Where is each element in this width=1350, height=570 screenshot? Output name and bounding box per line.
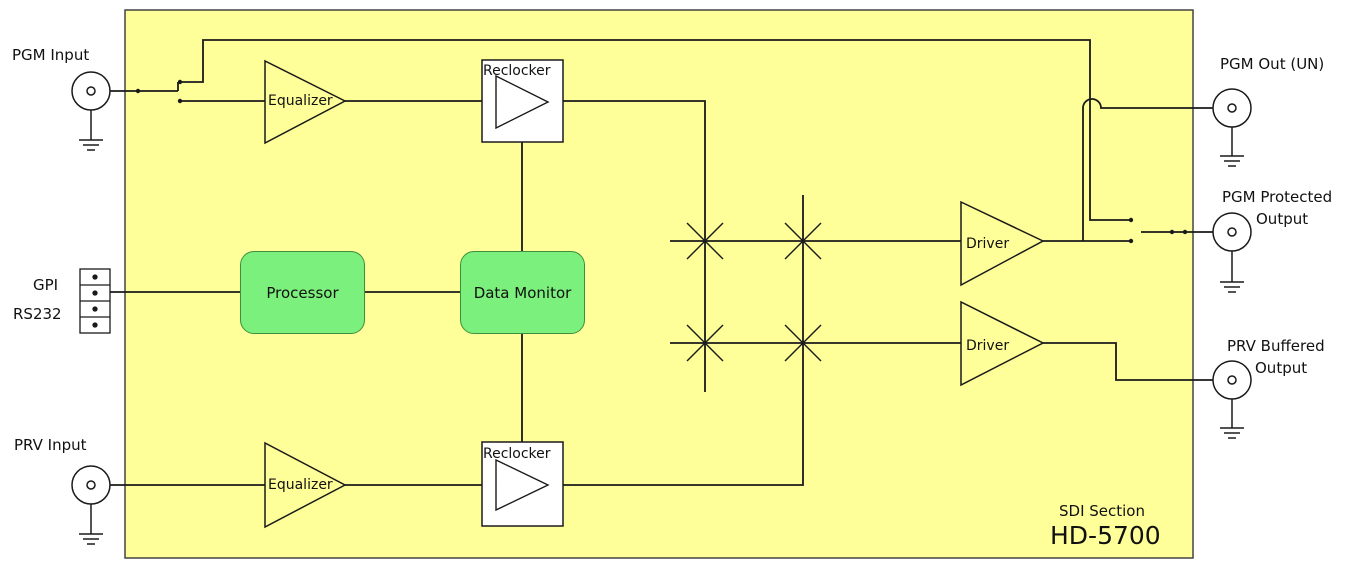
bnc-connector-icon [1212,212,1252,252]
bnc-connector-icon [71,71,111,111]
ground-icon [1220,127,1244,167]
equalizer-top-triangle [264,59,347,145]
data-monitor-block: Data Monitor [460,251,585,334]
pgm-protected-label-line1: PGM Protected [1222,188,1333,206]
equalizer-bottom-label: Equalizer [268,477,333,493]
bnc-connector-icon [71,465,111,505]
processor-label: Processor [266,283,339,302]
driver-top-label: Driver [966,236,1010,252]
protect-switch-icon [1128,217,1188,244]
crosspoint-icon [686,222,724,260]
prv-input-label: PRV Input [14,436,87,454]
driver-top-triangle [960,200,1045,287]
gpi-label: GPI [33,276,59,294]
ground-icon [79,110,103,151]
crosspoint-icon [686,324,724,362]
crosspoint-icon [784,324,822,362]
data-monitor-label: Data Monitor [473,283,572,302]
bnc-connector-icon [1212,360,1252,400]
pgm-out-wire [1082,98,1215,241]
pgm-out-un-label: PGM Out (UN) [1220,55,1325,73]
prv-buffered-label-line1: PRV Buffered [1227,337,1325,355]
equalizer-top-label: Equalizer [268,93,333,109]
reclocker-bottom-label: Reclocker [483,446,551,462]
driver-bottom-triangle [960,300,1045,387]
crosspoint-icon [784,222,822,260]
reclocker-top-label: Reclocker [483,63,551,79]
gpi-port-icon [79,268,111,334]
prv-route-wire [563,195,804,486]
section-label: SDI Section [1059,502,1145,520]
pgm-protected-label-line2: Output [1256,210,1309,228]
ground-icon [1220,399,1244,439]
model-label: HD-5700 [1050,521,1161,550]
processor-block: Processor [240,251,365,334]
bypass-wire [178,39,1131,221]
pgm-route-wire [563,100,706,392]
input-switch-icon [135,79,183,104]
bnc-connector-icon [1212,88,1252,128]
prv-buffered-wire [1043,342,1215,381]
ground-icon [1220,251,1244,293]
prv-buffered-label-line2: Output [1255,359,1308,377]
pgm-input-label: PGM Input [12,46,90,64]
driver-bottom-label: Driver [966,338,1010,354]
equalizer-bottom-triangle [264,441,347,529]
rs232-label: RS232 [13,305,62,323]
ground-icon [79,504,103,545]
